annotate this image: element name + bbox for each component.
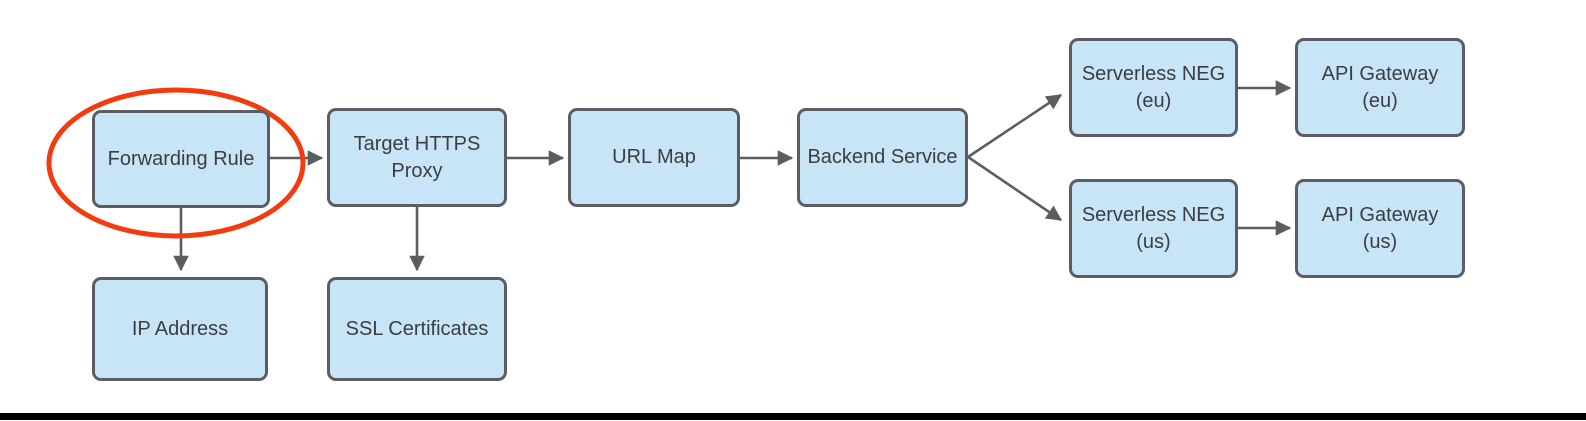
bottom-frame-bar: [0, 413, 1586, 420]
node-target-https-proxy: Target HTTPS Proxy: [327, 108, 507, 207]
node-ip-address: IP Address: [92, 277, 268, 381]
node-serverless-neg-us: Serverless NEG (us): [1069, 179, 1238, 278]
node-backend-service: Backend Service: [797, 108, 968, 207]
edge-backend-service-to-serverless-neg-eu: [967, 93, 1063, 159]
node-api-gateway-eu: API Gateway (eu): [1295, 38, 1465, 137]
node-api-gateway-us: API Gateway (us): [1295, 179, 1465, 278]
node-serverless-neg-eu: Serverless NEG (eu): [1069, 38, 1238, 137]
edge-backend-service-to-serverless-neg-us: [967, 155, 1063, 222]
node-url-map: URL Map: [568, 108, 740, 207]
node-forwarding-rule: Forwarding Rule: [92, 110, 270, 208]
node-ssl-certificates: SSL Certificates: [327, 277, 507, 381]
